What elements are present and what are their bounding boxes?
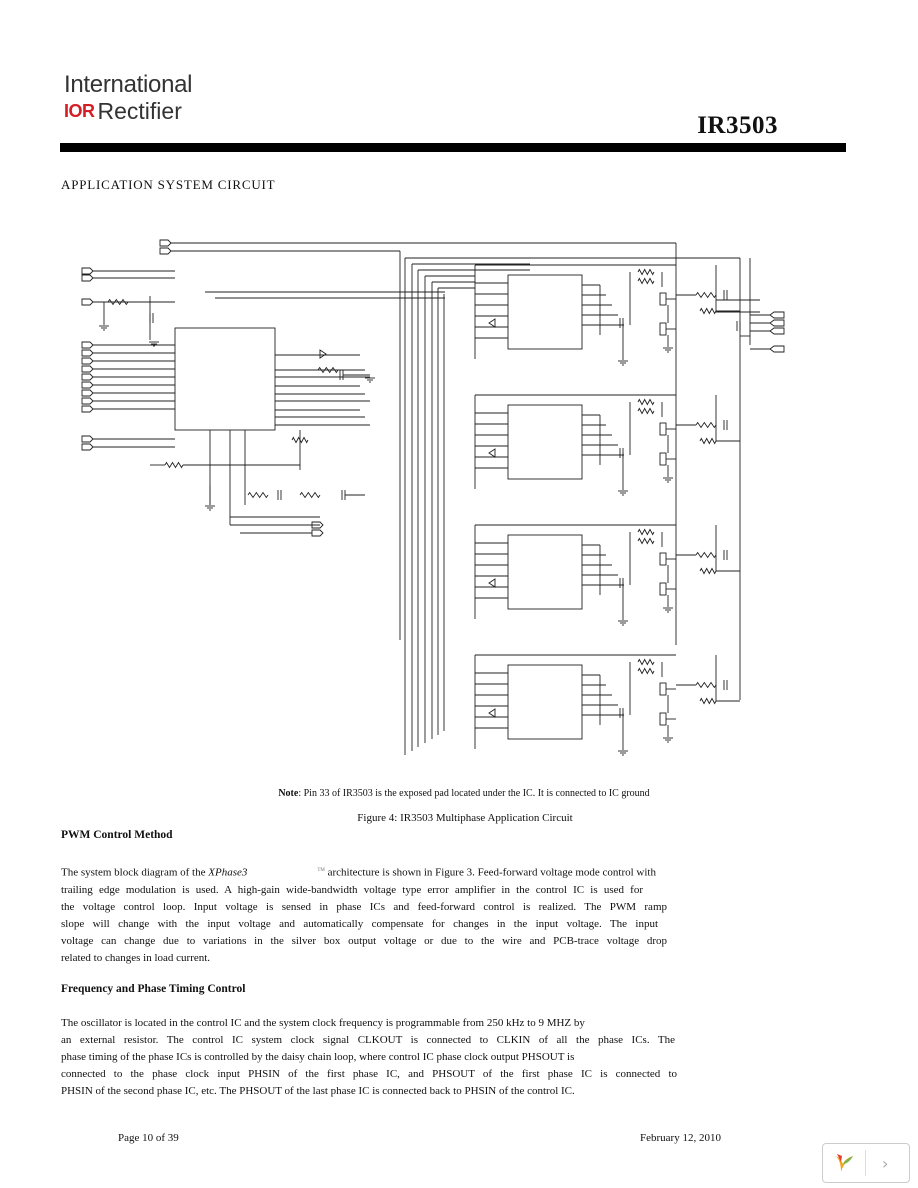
viewer-logo-icon [835,1154,853,1172]
xphase3-term: XPhase3 [208,866,248,879]
connector-symbol [81,267,94,275]
header-rule [60,143,846,152]
ground-arrow-symbol [488,318,496,328]
connector-symbol [81,274,94,282]
mosfet-low-side [659,582,667,596]
freq-heading: Frequency and Phase Timing Control [61,983,246,995]
connector-symbol [81,349,94,357]
connector-symbol [311,529,324,537]
connector-symbol [81,341,94,349]
mosfet-high-side [659,552,667,566]
mosfet-high-side [659,682,667,696]
phase-ic-2 [507,404,583,480]
connector-symbol [81,405,94,413]
ground-arrow-symbol [488,708,496,718]
connector-symbol [311,521,324,529]
resistor-symbol [695,681,717,689]
ground-arrow-symbol [488,578,496,588]
connector-symbol [81,443,94,451]
resistor-symbol [695,291,717,299]
control-ic [174,327,276,431]
output-connector-symbol [769,327,785,335]
connector-symbol [81,357,94,365]
resistor-symbol [695,551,717,559]
figure-note: Note: Pin 33 of IR3503 is the exposed pa… [0,788,918,799]
mosfet-high-side [659,292,667,306]
company-logo: International IOR Rectifier [64,71,193,125]
connector-symbol [81,389,94,397]
section-title: APPLICATION SYSTEM CIRCUIT [61,177,276,192]
resistor-symbol [637,658,655,666]
page-number: Page 10 of 39 [118,1132,179,1144]
resistor-symbol [637,528,655,536]
resistor-symbol [699,307,717,315]
resistor-symbol [699,437,717,445]
resistor-symbol [695,421,717,429]
figure-caption: Figure 4: IR3503 Multiphase Application … [357,812,573,824]
connector-symbol [81,397,94,405]
connector-symbol [81,381,94,389]
mosfet-high-side [659,422,667,436]
arrow-symbol [319,349,327,359]
resistor-symbol [637,407,655,415]
connector-symbol [81,435,94,443]
resistor-symbol [299,491,321,499]
resistor-symbol [637,667,655,675]
resistor-symbol [637,398,655,406]
logo-line-international: International [64,71,193,98]
mosfet-low-side [659,322,667,336]
mosfet-low-side [659,452,667,466]
resistor-symbol [699,697,717,705]
application-circuit-schematic [81,239,785,756]
phase-ic-3 [507,534,583,610]
note-text: : Pin 33 of IR3503 is the exposed pad lo… [298,788,650,799]
note-label: Note [278,788,299,799]
viewer-nav-widget[interactable]: › [822,1143,910,1183]
ground-arrow-symbol [488,448,496,458]
resistor-symbol [637,277,655,285]
connector-symbol [159,247,172,255]
resistor-symbol [637,537,655,545]
mosfet-low-side [659,712,667,726]
connector-symbol [81,298,94,306]
pwm-heading: PWM Control Method [61,829,173,841]
output-connector-symbol [769,319,785,327]
resistor-symbol [699,567,717,575]
resistor-symbol [107,298,129,306]
freq-paragraph: The oscillator is located in the control… [61,1017,677,1098]
resistor-symbol [317,366,339,374]
footer-date: February 12, 2010 [640,1132,721,1144]
ior-logo-mark: IOR [64,101,95,121]
resistor-symbol [164,461,184,469]
trademark-mark: TM [317,868,325,873]
connector-symbol [81,365,94,373]
output-connector-symbol [769,345,785,353]
part-number: IR3503 [697,112,778,139]
phase-ic-1 [507,274,583,350]
resistor-symbol [291,436,309,444]
phase-ic-4 [507,664,583,740]
logo-line-rectifier: Rectifier [97,98,182,124]
connector-symbol [81,373,94,381]
output-connector-symbol [769,311,785,319]
next-page-button[interactable]: › [882,1153,889,1173]
resistor-symbol [637,268,655,276]
resistor-symbol [247,491,269,499]
connector-symbol [159,239,172,247]
